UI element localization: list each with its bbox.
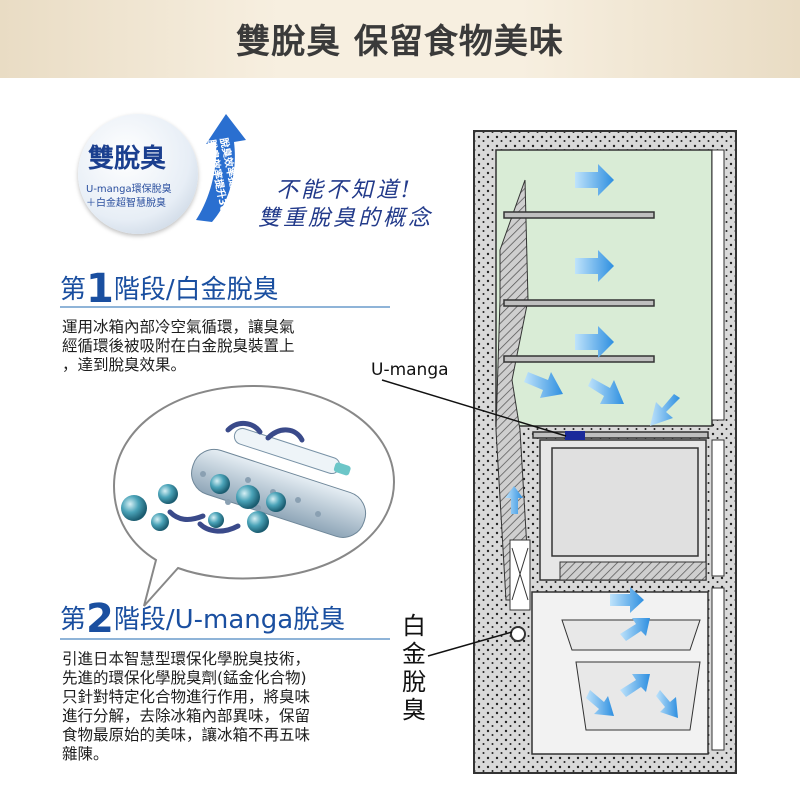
- airflow-arrow-icon: [650, 394, 680, 426]
- stage-1-prefix: 第: [60, 275, 87, 305]
- stage-2-heading: 第2階段/U-manga脫臭: [60, 596, 345, 642]
- airflow-arrow-icon: [197, 521, 241, 534]
- stage-2-paragraph: 引進日本智慧型環保化學脫臭技術， 先進的環保化學脫臭劑(錳金化合物) 只針對特定…: [62, 650, 310, 764]
- stage-1-paragraph: 運用冰箱內部冷空氣循環，讓臭氣 經循環後被吸附在白金脫臭裝置上 ，達到脫臭效果。: [62, 318, 295, 375]
- banner-title: 雙脫臭 保留食物美味: [236, 22, 564, 62]
- u-manga-leader-line: [381, 379, 567, 437]
- platinum-deodorizer-label: 白金脫臭: [402, 612, 426, 724]
- airflow-arrow-icon: [265, 427, 305, 443]
- odor-molecule-icon: [247, 511, 269, 533]
- shelf: [503, 355, 655, 363]
- stage-1-line: 運用冰箱內部冷空氣循環，讓臭氣: [62, 318, 295, 336]
- odor-molecule-icon: [210, 474, 230, 494]
- stage-2-line: 食物最原始的美味，讓冰箱不再五味: [62, 726, 311, 744]
- stage-1-line: ，達到脫臭效果。: [62, 356, 187, 374]
- odor-molecule-icon: [121, 495, 147, 521]
- handwriting-line-2: 雙重脫臭的概念: [258, 206, 434, 231]
- airflow-arrow-icon: [575, 250, 614, 282]
- stage-2-line: 進行分解，去除冰箱內部異味，保留: [62, 707, 311, 725]
- double-deodorize-badge: 雙脫臭 U-manga環保脫臭 ＋白金超智慧脫臭 脫臭效率提升15% 脫臭效率提…: [70, 112, 246, 234]
- stage-1-number: 1: [86, 266, 114, 312]
- odor-molecule-icon: [151, 513, 169, 531]
- airflow-arrow-icon: [656, 690, 678, 718]
- fresh-compartment: [495, 149, 713, 427]
- u-manga-label: U-manga: [371, 360, 449, 380]
- airflow-arrow-icon: [167, 509, 206, 522]
- stage-1-line: 經循環後被吸附在白金脫臭裝置上: [62, 337, 295, 355]
- stage-2-line: 引進日本智慧型環保化學脫臭技術，: [62, 650, 311, 668]
- platinum-filter-bubble: [112, 384, 396, 607]
- airflow-arrow-icon: [586, 690, 614, 716]
- airflow-arrow-icon: [588, 378, 624, 404]
- platinum-deodorizer: [510, 626, 526, 642]
- airflow-arrow-icon: [225, 421, 263, 435]
- stage-1-divider: [60, 306, 390, 308]
- stage-2-line: 只針對特定化合物進行作用，將臭味: [62, 688, 311, 706]
- platinum-leader-line: [427, 631, 513, 657]
- odor-molecule-icon: [236, 485, 260, 509]
- stage-2-prefix: 第: [60, 605, 87, 635]
- efficiency-arrow-icon: [196, 114, 246, 222]
- stage-2-divider: [60, 638, 390, 640]
- airflow-arrow-icon: [575, 326, 614, 358]
- handwriting-line-1: 不能不知道!: [276, 178, 413, 203]
- airflow-arrow-icon: [524, 372, 563, 398]
- shelf: [503, 211, 655, 219]
- stage-1-heading: 第1階段/白金脫臭: [60, 266, 279, 312]
- odor-molecule-icon: [208, 512, 224, 528]
- badge-circle: [78, 114, 198, 234]
- vegetable-drawer: [551, 447, 699, 557]
- stage-2-line: 雜陳。: [62, 745, 109, 763]
- airflow-arrow-icon: [610, 587, 644, 613]
- badge-title: 雙脫臭: [88, 144, 167, 174]
- airflow-arrow-icon: [620, 674, 650, 697]
- stage-1-title: 階段/白金脫臭: [113, 275, 279, 305]
- u-manga-filter: [565, 431, 585, 440]
- odor-molecule-icon: [158, 484, 178, 504]
- air-duct: [495, 179, 531, 601]
- stage-2-title: 階段/U-manga脫臭: [113, 605, 346, 635]
- badge-subtitle-2: ＋白金超智慧脫臭: [86, 198, 166, 209]
- shelf: [503, 299, 655, 307]
- header-banner: 雙脫臭 保留食物美味: [0, 0, 800, 78]
- badge-subtitle-1: U-manga環保脫臭: [86, 184, 172, 195]
- airflow-arrow-icon: [575, 164, 614, 196]
- airflow-arrow-icon: [620, 618, 650, 641]
- odor-molecule-icon: [266, 492, 286, 512]
- airflow-arrow-icon: [505, 486, 523, 514]
- stage-2-line: 先進的環保化學脫臭劑(錳金化合物): [62, 669, 307, 687]
- stage-2-number: 2: [86, 596, 114, 642]
